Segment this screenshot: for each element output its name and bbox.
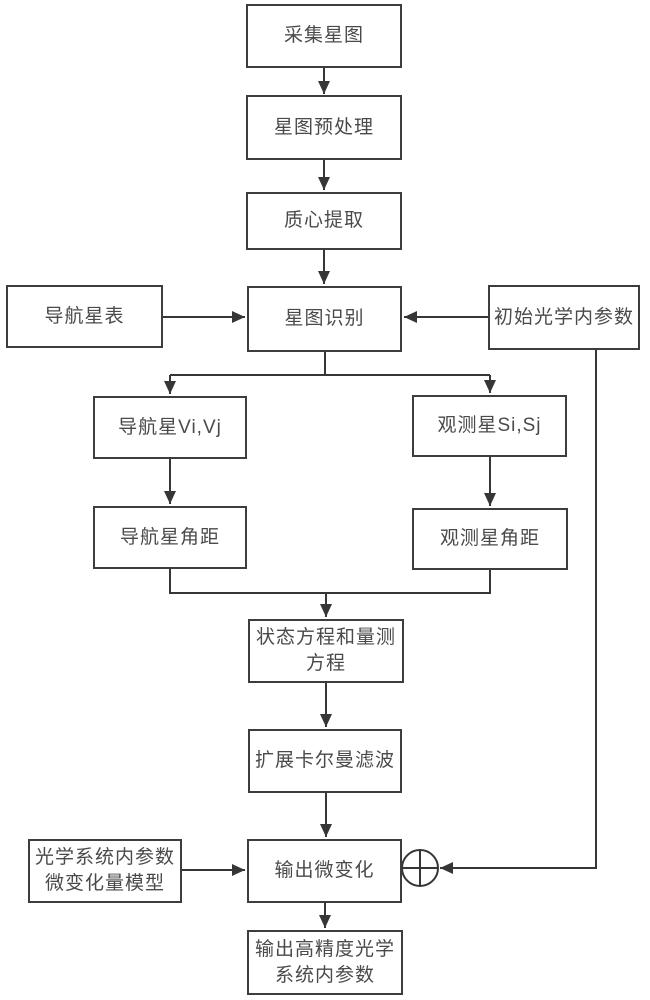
node-label: 质心提取	[283, 210, 364, 232]
node-observed-star-angular-distance: 观测星角距	[412, 508, 568, 570]
node-label: 状态方程和量测 方程	[255, 627, 396, 674]
node-state-and-measurement-equations: 状态方程和量测 方程	[248, 619, 404, 683]
node-label: 观测星角距	[439, 528, 540, 550]
node-label: 采集星图	[283, 25, 364, 47]
node-centroid-extraction: 质心提取	[246, 192, 402, 250]
node-internal-parameter-micro-variation-model: 光学系统内参数 微变化量模型	[28, 839, 182, 903]
split-identify-branches	[170, 352, 490, 376]
node-label: 输出微变化	[274, 860, 375, 882]
node-label: 导航星Vi,Vj	[118, 416, 222, 438]
node-output-micro-variation: 输出微变化	[247, 839, 402, 903]
node-label: 光学系统内参数 微变化量模型	[34, 847, 175, 894]
node-label: 导航星表	[44, 305, 125, 327]
node-label: 星图预处理	[273, 116, 374, 138]
node-output-high-precision-parameters: 输出高精度光学 系统内参数	[247, 930, 403, 995]
node-observed-stars-sisj: 观测星Si,Sj	[412, 395, 567, 457]
node-label: 观测星Si,Sj	[437, 415, 542, 437]
feedback-initparams-to-junction	[440, 350, 597, 874]
node-label: 扩展卡尔曼滤波	[254, 750, 395, 772]
node-label: 星图识别	[284, 308, 365, 330]
node-label: 输出高精度光学 系统内参数	[254, 938, 395, 986]
node-collect-star-map: 采集星图	[246, 4, 402, 68]
node-extended-kalman-filter: 扩展卡尔曼滤波	[248, 729, 402, 793]
node-navigation-star-angular-distance: 导航星角距	[93, 506, 247, 569]
node-navigation-stars-vivj: 导航星Vi,Vj	[93, 396, 247, 459]
node-initial-optical-internal-parameters: 初始光学内参数	[488, 285, 640, 350]
merge-angular-distances	[169, 569, 491, 594]
node-star-map-identification: 星图识别	[247, 286, 402, 352]
sum-junction-icon	[401, 849, 439, 887]
node-navigation-star-catalog: 导航星表	[6, 285, 163, 348]
node-label: 初始光学内参数	[493, 306, 634, 328]
node-label: 导航星角距	[119, 526, 220, 548]
node-star-map-preprocessing: 星图预处理	[246, 95, 402, 160]
